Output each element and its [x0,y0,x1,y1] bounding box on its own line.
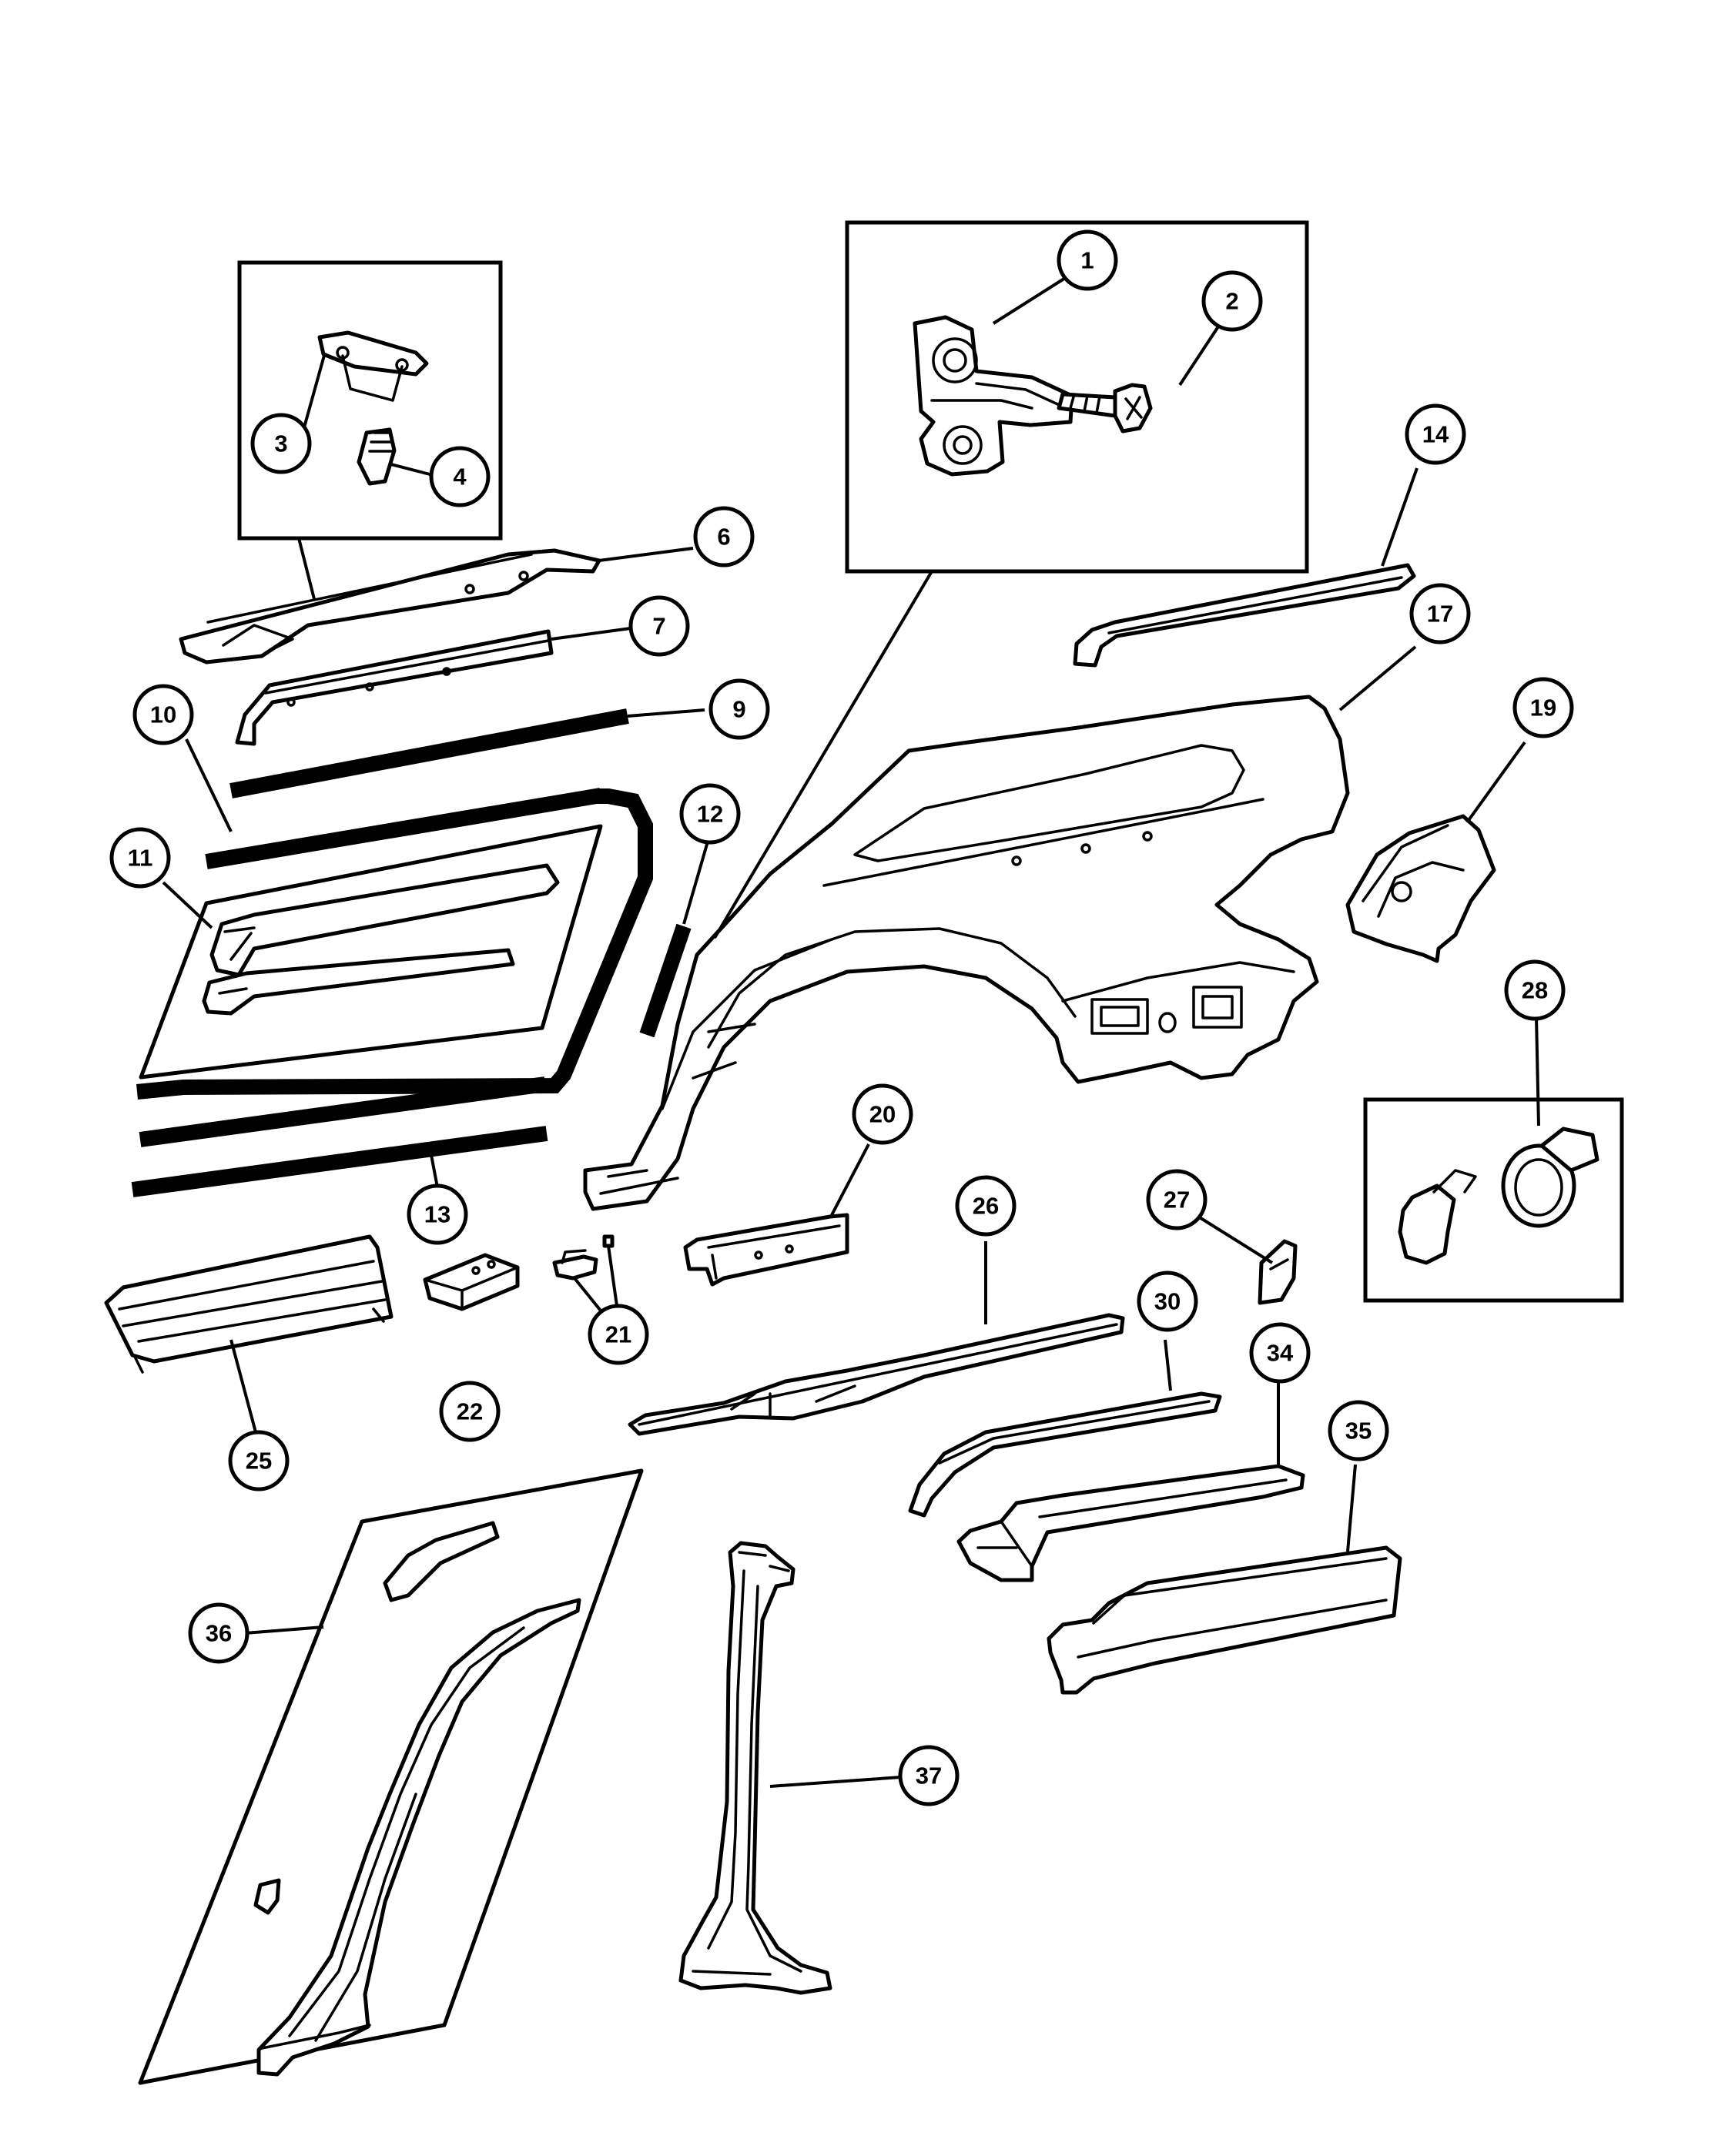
callout-35-label: 35 [1345,1418,1372,1445]
long-rail-part-26 [628,1241,1125,1436]
callout-11: 11 [109,827,171,889]
callout-25-label: 25 [246,1448,272,1475]
clips-part-21 [552,1234,620,1320]
callout-2: 2 [1201,270,1263,332]
seal-strip-10 [205,788,602,869]
callout-17: 17 [1409,583,1471,644]
callout-30-label: 30 [1154,1288,1181,1315]
callout-12-label: 12 [697,801,723,828]
callout-21: 21 [588,1304,649,1365]
window-seal-loop [136,788,653,1100]
callout-2-leader [1178,320,1223,387]
sill-reinforcement-part-34 [956,1380,1305,1582]
callout-4-leader [390,463,434,477]
callout-26: 26 [955,1175,1017,1237]
callout-3: 3 [250,413,312,474]
callout-20-label: 20 [869,1101,896,1128]
bracket-part-20 [683,1143,870,1287]
door-plate-part [139,824,603,1080]
callout-27-label: 27 [1164,1187,1190,1214]
callout-2-label: 2 [1225,288,1238,315]
callout-3-leader [303,352,327,428]
callout-27: 27 [1146,1169,1208,1230]
bracket-detail-group [237,260,503,600]
callout-14: 14 [1405,403,1466,465]
block-part [423,1253,520,1311]
callout-6-label: 6 [717,524,730,551]
callout-9: 9 [708,678,770,740]
bracket-plate [317,330,429,377]
hinge-part [913,315,1074,477]
callout-28: 28 [1504,959,1566,1021]
callout-4: 4 [429,446,491,507]
callout-37-label: 37 [916,1763,942,1789]
roof-trim-part [1073,467,1419,668]
callout-21-label: 21 [605,1321,631,1348]
callout-9-label: 9 [732,696,745,723]
callout-1: 1 [1057,229,1118,291]
hinge-detail-group [845,220,1309,574]
callout-13-label: 13 [424,1201,451,1228]
callout-7: 7 [628,595,690,657]
callout-22: 22 [439,1381,501,1442]
callout-4-label: 4 [453,464,467,490]
seal-strip-13b [131,1126,548,1197]
callout-19: 19 [1512,677,1574,738]
callout-35: 35 [1328,1400,1389,1461]
rail-trim-part [235,626,637,746]
callout-17-label: 17 [1427,601,1453,628]
callout-11-label: 11 [128,845,153,872]
callout-1-label: 1 [1080,247,1094,274]
callout-1-leader [992,274,1070,325]
floor-sill-part-25 [104,1234,394,1433]
b-pillar-part-37 [678,1541,902,1995]
seal-strip-13a [139,1076,547,1147]
callout-6: 6 [693,506,755,567]
housing-part-19 [1345,741,1526,963]
callout-34: 34 [1249,1322,1311,1384]
callout-10-label: 10 [150,701,176,728]
quarter-panel-part [583,570,1417,1211]
arc-trim-part-30 [908,1339,1222,1518]
upper-rail-part [179,547,694,665]
callout-19-label: 19 [1530,695,1556,721]
callout-34-label: 34 [1267,1340,1294,1367]
bracket-detail-box [237,260,503,541]
small-bracket-part-27 [1191,1211,1298,1305]
callout-26-label: 26 [973,1193,999,1220]
callout-3-label: 3 [274,430,287,457]
callout-28-label: 28 [1522,977,1548,1004]
fuel-filler-housing [1501,1127,1599,1228]
hinge-detail-box [845,220,1309,574]
callout-14-label: 14 [1422,421,1449,448]
callout-20: 20 [852,1083,913,1145]
bracket-screw [357,427,397,486]
callout-37: 37 [898,1745,960,1806]
callout-30: 30 [1137,1270,1198,1332]
fuel-door-detail-group [1363,1016,1624,1303]
fuel-door-detail-box [1363,1097,1624,1303]
inner-pillar-panel-part-36 [138,1468,644,2085]
fuel-door-lid [1398,1183,1456,1265]
callout-10: 10 [132,684,194,745]
seal-strip-12 [639,923,692,1038]
sill-outer-part-35 [1047,1464,1402,1695]
callout-7-label: 7 [652,613,665,640]
callout-22-label: 22 [457,1398,483,1425]
callout-25: 25 [228,1430,290,1491]
callout-13: 13 [407,1183,468,1245]
hinge-bolt [1057,383,1153,434]
callout-36-label: 36 [206,1620,232,1647]
seal-strip-9 [229,708,629,798]
callout-12: 12 [679,783,741,845]
callout-36: 36 [188,1602,250,1664]
